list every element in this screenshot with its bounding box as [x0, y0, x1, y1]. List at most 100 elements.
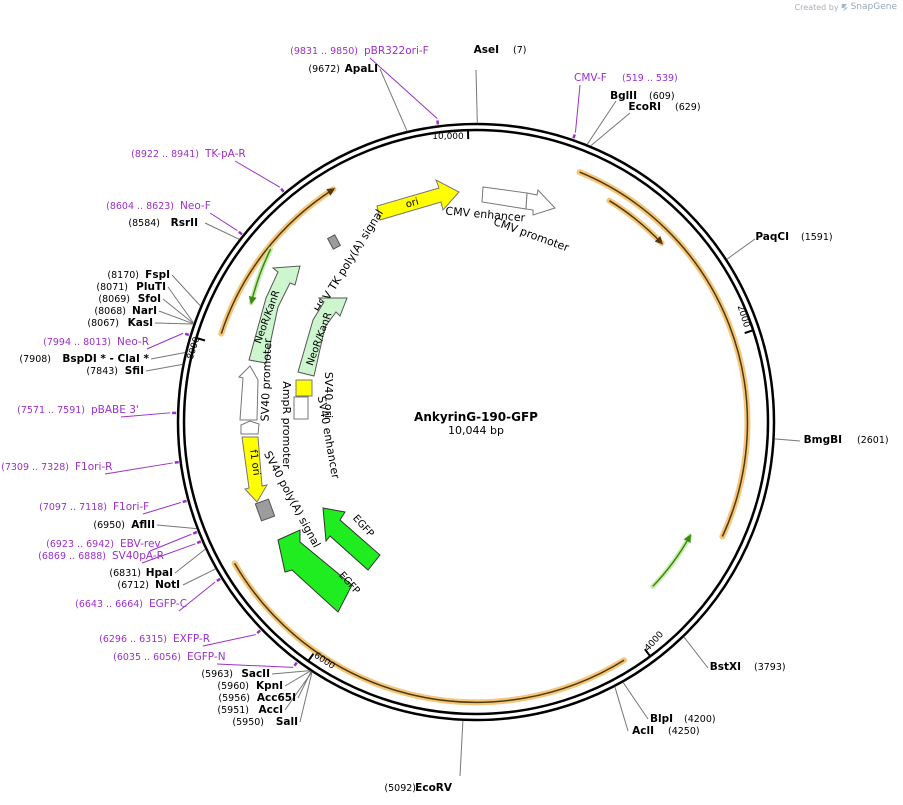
tick-mark — [744, 329, 754, 335]
backbone-outer-ring — [176, 122, 776, 722]
primer-mark — [293, 661, 298, 667]
backbone-inner-ring — [182, 128, 770, 716]
enzyme-name: KasI — [128, 317, 153, 329]
primer-range: (7097 .. 7118) — [39, 502, 107, 513]
enzyme-name: FspI — [145, 269, 170, 281]
enzyme-position: (2601) — [857, 435, 889, 446]
primer-mark — [196, 540, 202, 545]
enzyme-position: (8584) — [128, 218, 160, 229]
feature-ori: ori — [376, 178, 460, 221]
enzyme-leader-line — [590, 112, 631, 147]
primer-leader-line — [574, 84, 581, 133]
enzyme-leader-line — [299, 671, 313, 723]
enzyme-leader-line — [182, 568, 216, 586]
enzyme-leader-line — [154, 322, 194, 325]
enzyme-position: (8170) — [107, 270, 139, 281]
enzyme-leader-line — [774, 438, 801, 442]
primer-leader-line — [202, 634, 256, 647]
primer-mark — [280, 187, 285, 193]
enzyme-position: (6831) — [109, 568, 141, 579]
enzyme-name: ApaLI — [345, 63, 378, 75]
primer-mark — [572, 134, 576, 139]
feature-sv40-promoter-label: SV40 promoter — [259, 338, 275, 422]
enzyme-name: BmgBI — [804, 434, 842, 446]
enzyme-name: EcoRI — [628, 101, 661, 113]
enzyme-position: (7) — [513, 45, 526, 56]
primer-leader-line — [209, 212, 238, 231]
primer-range: (7994 .. 8013) — [43, 337, 111, 348]
enzyme-position: (5092) — [384, 783, 416, 794]
tick-mark — [307, 653, 315, 662]
enzyme-leader-line — [156, 524, 197, 530]
primer-name: EGFP-N — [187, 651, 226, 663]
primer-leader-line — [149, 533, 192, 552]
primer-name: CMV-F — [574, 72, 607, 84]
feature-sv40-promoter: SV40 promoter — [238, 338, 275, 422]
feature-f1-ori: f1 ori — [241, 436, 268, 503]
plasmid-name: AnkyrinG-190-GFP — [414, 410, 538, 424]
primer-name: Neo-F — [180, 200, 211, 212]
enzyme-name: SalI — [276, 716, 298, 728]
feature-neo-inner: NeoR/KanR — [297, 297, 348, 377]
primer-range: (7309 .. 7328) — [1, 462, 69, 473]
enzyme-position: (5956) — [218, 693, 250, 704]
enzyme-leader-line — [614, 686, 629, 732]
enzyme-position: (1591) — [801, 232, 833, 243]
enzyme-leader-line — [158, 310, 194, 325]
primer-mark — [238, 230, 243, 236]
enzyme-name: Acc65I — [257, 692, 296, 704]
feature-ampr-promoter: AmpR promoter — [240, 381, 293, 469]
enzyme-position: (8067) — [87, 318, 119, 329]
enzyme-leader-line — [271, 670, 311, 675]
enzyme-leader-line — [145, 363, 183, 372]
feature-egfp-inner: EGFP — [322, 507, 381, 571]
enzyme-position: (629) — [675, 102, 701, 113]
primer-name: TK-pA-R — [204, 148, 246, 160]
enzyme-leader-line — [459, 720, 464, 777]
enzyme-leader-line — [162, 298, 194, 325]
primer-leader-line — [234, 160, 281, 188]
primer-name: F1ori-R — [75, 461, 112, 473]
feature-arrow-right-green — [652, 534, 691, 587]
primer-leader-line — [141, 543, 196, 564]
primer-leader-line — [120, 412, 171, 418]
enzyme-leader-line — [204, 222, 240, 240]
enzyme-lines — [145, 68, 801, 777]
tick-label: 4000 — [643, 630, 666, 654]
primer-range: (6643 .. 6664) — [75, 599, 143, 610]
primer-mark — [436, 120, 440, 125]
primer-leader-line — [146, 332, 184, 350]
feature-sv40-ori: SV40 ori — [295, 372, 335, 418]
enzyme-leader-line — [284, 670, 311, 687]
feature-arrow-left-inner — [248, 248, 272, 305]
primer-range: (8922 .. 8941) — [131, 149, 199, 160]
enzyme-leader-line — [475, 69, 478, 124]
tick-label: 8000 — [186, 336, 203, 361]
feature-cmv-promoter-label: CMV promoter — [492, 215, 571, 254]
enzyme-position: (3793) — [754, 662, 786, 673]
feature-sv40-ori-label: SV40 ori — [322, 372, 335, 418]
enzyme-name: AflII — [131, 519, 155, 531]
primer-leader-line — [369, 57, 438, 119]
enzyme-name: KpnI — [256, 680, 283, 692]
primer-mark — [192, 530, 198, 535]
feature-arrow-top-right — [579, 171, 749, 537]
enzyme-name: SfiI — [125, 365, 144, 377]
primer-leader-line — [104, 462, 173, 475]
feature-outline-right-green — [650, 533, 693, 589]
feature-arrow-right-inner — [609, 200, 663, 245]
enzyme-position: (609) — [649, 91, 675, 102]
primer-name: F1ori-F — [113, 501, 149, 513]
feature-ori-label: ori — [405, 197, 421, 211]
feature-arrow-left — [220, 188, 336, 334]
enzyme-name: NotI — [155, 579, 180, 591]
tick-mark — [644, 648, 652, 657]
primer-leader-line — [216, 663, 294, 668]
primer-mark — [174, 460, 179, 464]
primer-name: pBR322ori-F — [364, 45, 429, 57]
enzyme-name: RsrII — [171, 217, 198, 229]
primer-name: EBV-rev — [120, 538, 161, 550]
credit-prefix: Created by — [794, 2, 839, 12]
primer-mark — [182, 499, 187, 504]
